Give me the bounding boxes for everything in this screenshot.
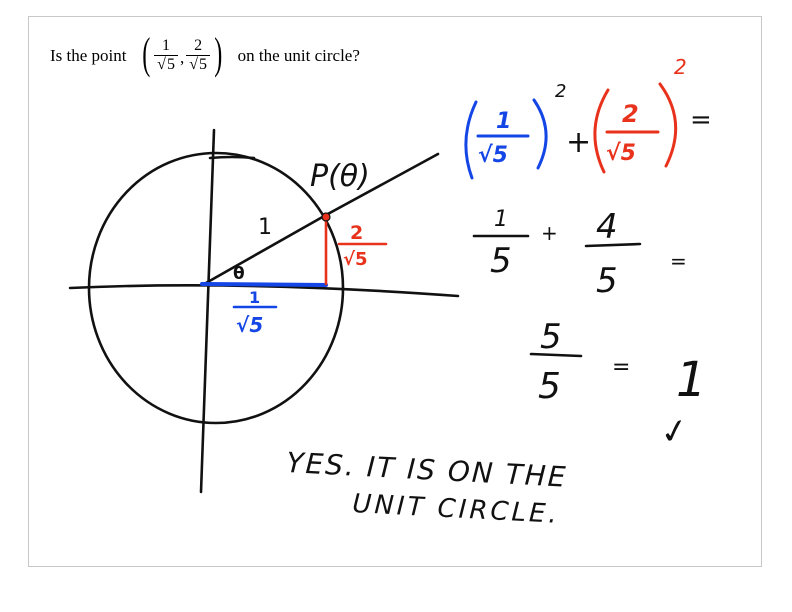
point-p-label: P(θ) <box>310 159 370 194</box>
step3-denominator: 5 <box>538 366 561 407</box>
y-leg-label: 2 √5 <box>337 222 388 270</box>
x-coordinate-fraction: 1 √5 <box>154 37 178 74</box>
y-radicand: 5 <box>197 55 207 73</box>
step2-numerator-a: 1 <box>494 207 508 232</box>
x-numerator: 1 <box>162 37 171 55</box>
conclusion-line-1: YES. IT IS ON THE <box>286 446 569 494</box>
term1-numerator: 1 <box>496 109 511 134</box>
term2-right-paren <box>658 82 678 168</box>
check-mark: ✓ <box>657 410 692 454</box>
step-3: 5 5 = 1 ✓ <box>529 317 707 454</box>
plus-sign-2: + <box>541 221 558 245</box>
conclusion-line-2: UNIT CIRCLE. <box>352 489 561 530</box>
term1-denominator: √5 <box>478 143 508 168</box>
y-leg-numerator: 2 <box>350 222 363 244</box>
y-denominator: √5 <box>186 55 210 74</box>
term1-exponent: 2 <box>555 81 566 102</box>
x-leg-numerator: 1 <box>249 288 260 307</box>
x-leg-denominator: √5 <box>236 313 263 337</box>
plus-sign-1: + <box>566 125 591 160</box>
equals-sign-2: = <box>670 249 687 273</box>
point-p-dot <box>321 212 331 222</box>
coordinate-comma: , <box>179 48 185 67</box>
term1-right-paren <box>532 98 548 170</box>
radius-label: 1 <box>258 215 272 240</box>
term2-denominator: √5 <box>606 141 636 166</box>
squared-term-1: 1 √5 2 <box>464 81 566 180</box>
equals-sign-1: = <box>690 105 712 135</box>
point-expression: ( 1 √5 , 2 √5 ) <box>139 29 226 78</box>
unit-circle-diagram <box>68 128 460 494</box>
question-prefix: Is the point <box>50 46 127 65</box>
sqrt-icon: √ <box>189 56 198 73</box>
term2-numerator: 2 <box>622 100 639 128</box>
angle-label: θ <box>233 264 245 284</box>
left-paren: ( <box>141 29 150 78</box>
term2-exponent: 2 <box>674 55 687 79</box>
squared-term-2: 2 √5 2 <box>593 55 687 174</box>
term1-left-paren <box>464 100 478 180</box>
step2-numerator-b: 4 <box>596 207 618 247</box>
y-coordinate-fraction: 2 √5 <box>186 37 210 74</box>
x-axis <box>68 284 460 298</box>
question-suffix: on the unit circle? <box>237 46 360 65</box>
sqrt-icon: √ <box>157 56 166 73</box>
term2-left-paren <box>593 88 610 174</box>
y-axis <box>199 128 216 494</box>
step3-numerator: 5 <box>540 317 562 357</box>
x-leg-label: 1 √5 <box>232 288 278 337</box>
x-radicand: 5 <box>165 55 175 73</box>
step2-denominator-a: 5 <box>490 241 512 281</box>
right-paren: ) <box>214 29 223 78</box>
y-axis-tick <box>208 155 256 160</box>
y-numerator: 2 <box>194 37 203 55</box>
step3-result: 1 <box>676 352 707 408</box>
x-denominator: √5 <box>154 55 178 74</box>
step2-denominator-b: 5 <box>596 261 618 301</box>
step-2: 1 5 + 4 5 = <box>472 207 687 301</box>
x-leg-line <box>200 282 328 287</box>
y-leg-denominator: √5 <box>343 249 368 270</box>
step2-bar-b <box>584 242 642 248</box>
step3-bar <box>529 352 583 358</box>
equals-sign-3: = <box>612 355 630 380</box>
question-text: Is the point ( 1 √5 , 2 √5 ) on the unit… <box>50 30 360 82</box>
